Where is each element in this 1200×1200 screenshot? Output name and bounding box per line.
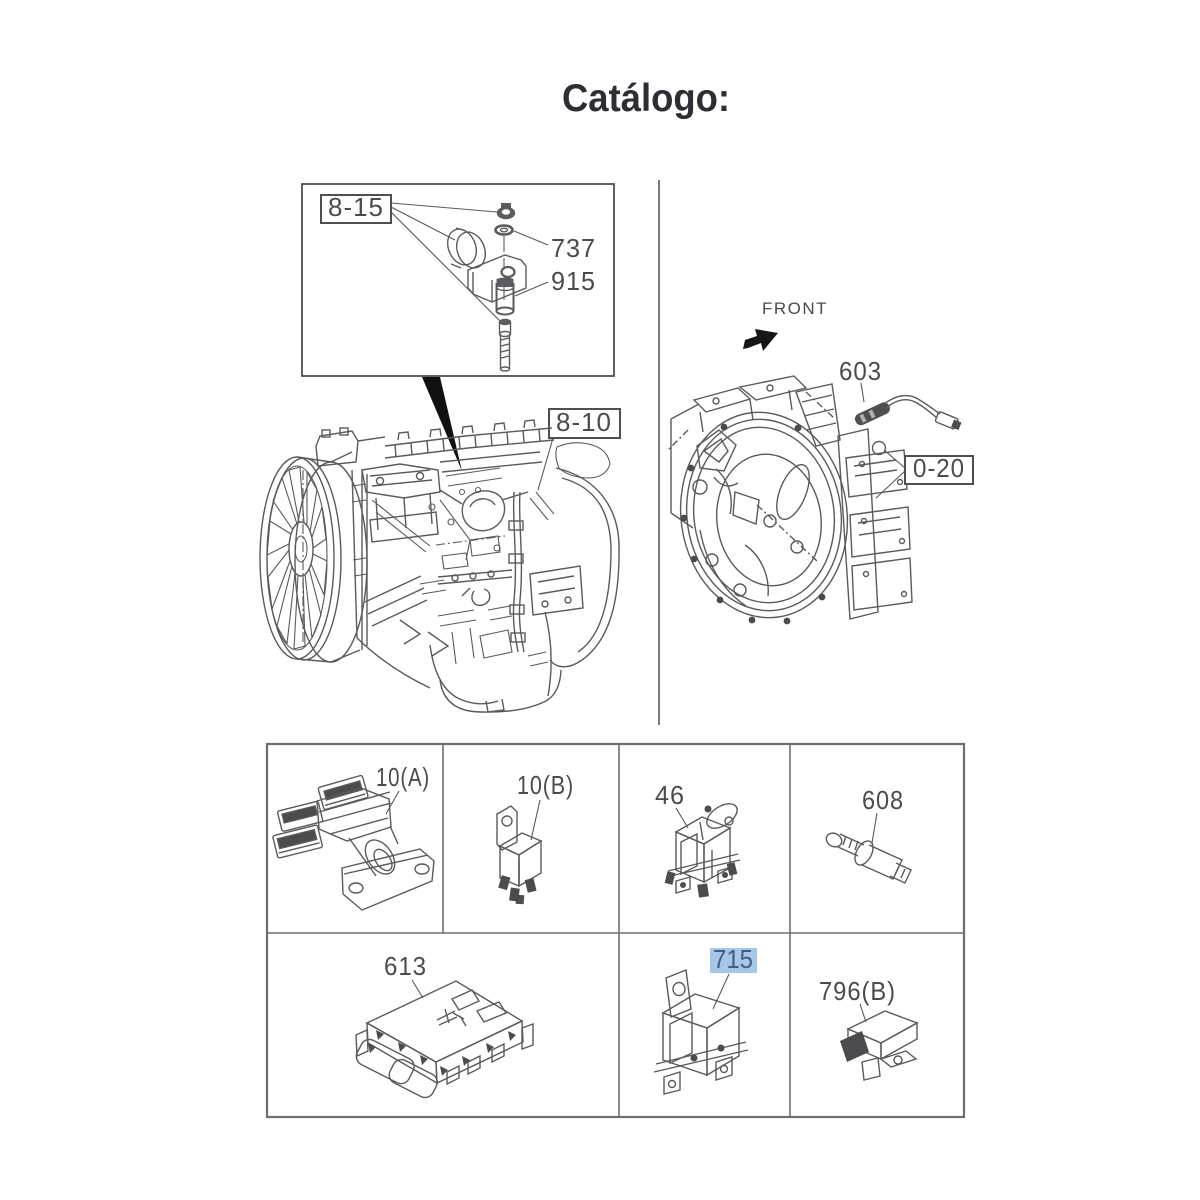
svg-text:10(A): 10(A): [376, 762, 430, 792]
svg-text:608: 608: [862, 785, 904, 815]
svg-text:FRONT: FRONT: [762, 299, 828, 318]
svg-text:737: 737: [551, 233, 596, 263]
svg-text:915: 915: [551, 266, 596, 296]
svg-text:8-10: 8-10: [556, 407, 612, 437]
svg-text:10(B): 10(B): [517, 770, 574, 800]
svg-text:0-20: 0-20: [913, 453, 965, 483]
svg-text:613: 613: [384, 951, 427, 981]
svg-text:603: 603: [839, 356, 882, 386]
svg-text:796(B): 796(B): [819, 976, 896, 1006]
svg-text:46: 46: [655, 780, 685, 810]
svg-text:715: 715: [713, 944, 753, 974]
svg-text:Catálogo:: Catálogo:: [562, 77, 730, 120]
svg-text:8-15: 8-15: [328, 192, 384, 222]
